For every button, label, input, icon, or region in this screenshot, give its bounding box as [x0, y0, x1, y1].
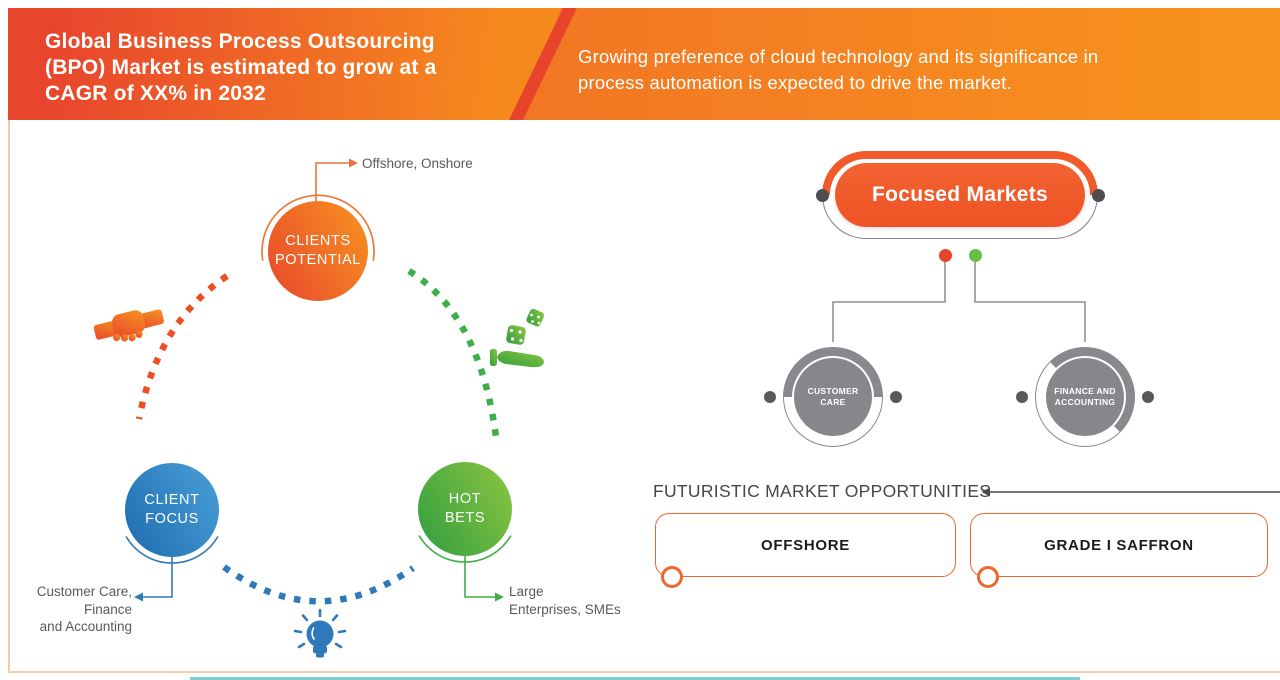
customer-care-dot-left — [764, 391, 776, 403]
node-label-line: FOCUS — [145, 511, 199, 527]
subnode-label-line: FINANCE AND — [1054, 386, 1116, 396]
frame-border-left — [8, 120, 10, 672]
callout-clients-potential: Offshore, Onshore — [362, 156, 473, 171]
subnode-customer-care: CUSTOMER CARE — [794, 358, 872, 436]
header-banner: Global Business Process Outsourcing (BPO… — [8, 8, 1280, 120]
page-subtitle: Growing preference of cloud technology a… — [578, 44, 1238, 96]
callout-line: Finance — [83, 601, 132, 617]
node-label-line: CLIENTS — [285, 233, 351, 249]
opportunity-box-grade-saffron: GRADE I SAFFRON — [970, 513, 1268, 577]
connector-finance-accounting — [974, 262, 1086, 342]
node-clients-potential: CLIENTS POTENTIAL — [268, 201, 368, 301]
node-label-line: POTENTIAL — [275, 252, 361, 268]
node-ring-orange — [261, 194, 375, 261]
branch-dot-green — [968, 248, 982, 262]
dice-hand-icon — [490, 308, 545, 368]
customer-care-dot-right — [890, 391, 902, 403]
lightbulb-icon — [293, 608, 347, 658]
arrowhead-clients-potential — [349, 158, 358, 168]
node-label-line: BETS — [444, 510, 486, 526]
opportunity-ring-grade-saffron — [977, 566, 999, 588]
callout-line: Large — [509, 584, 544, 599]
frame-border-bottom — [8, 671, 1280, 673]
bottom-teal-line — [190, 677, 1080, 680]
callout-line: Enterprises, SMEs — [509, 601, 621, 617]
branch-dot-red — [938, 248, 952, 262]
subnode-label-line: ACCOUNTING — [1054, 397, 1116, 407]
opportunities-arrowhead — [981, 487, 990, 497]
arrowhead-client-focus — [134, 592, 143, 602]
callout-hot-bets: Large Enterprises, SMEs — [509, 583, 621, 618]
diagram-linework — [93, 158, 1280, 658]
stadium-dot-right — [1091, 188, 1105, 202]
arrowhead-hot-bets — [495, 592, 504, 602]
header-left-block — [8, 8, 561, 120]
page-title-line: (BPO) Market is estimated to grow at a — [45, 56, 437, 79]
connector-hot-bets — [464, 556, 495, 598]
callout-line: and Accounting — [39, 619, 132, 634]
finance-dot-right — [1142, 391, 1154, 403]
opportunity-label: OFFSHORE — [761, 536, 850, 554]
connector-customer-care — [832, 262, 946, 342]
page-title: Global Business Process Outsourcing (BPO… — [45, 29, 545, 107]
focused-markets-pill: Focused Markets — [835, 163, 1085, 227]
finance-dot-left — [1016, 391, 1028, 403]
page-subtitle-line: process automation is expected to drive … — [578, 72, 1012, 93]
node-hot-bets: HOT BETS — [418, 462, 512, 556]
page-title-line: CAGR of XX% in 2032 — [45, 82, 266, 105]
node-label-line: HOT — [448, 491, 482, 507]
dotted-arc-orange — [135, 273, 229, 420]
stadium-dot-left — [815, 188, 829, 202]
node-label-line: CLIENT — [144, 492, 200, 508]
opportunity-label: GRADE I SAFFRON — [1044, 536, 1194, 554]
handshake-icon — [93, 309, 165, 342]
node-client-focus: CLIENT FOCUS — [125, 463, 219, 557]
subnode-finance-accounting: FINANCE AND ACCOUNTING — [1046, 358, 1124, 436]
opportunity-ring-offshore — [661, 566, 683, 588]
callout-client-focus: Customer Care, Finance and Accounting — [20, 583, 132, 636]
page-subtitle-line: Growing preference of cloud technology a… — [578, 46, 1099, 67]
callout-line: Customer Care, — [36, 584, 132, 599]
subnode-label: CUSTOMER CARE — [807, 386, 859, 407]
dotted-arc-blue — [222, 564, 415, 605]
opportunities-title: FUTURISTIC MARKET OPPORTUNITIES — [653, 481, 992, 501]
opportunity-box-offshore: OFFSHORE — [655, 513, 956, 577]
connector-clients-potential — [315, 162, 349, 201]
page-title-line: Global Business Process Outsourcing — [45, 30, 435, 53]
dotted-arc-green — [407, 268, 500, 438]
connector-client-focus — [143, 557, 173, 598]
